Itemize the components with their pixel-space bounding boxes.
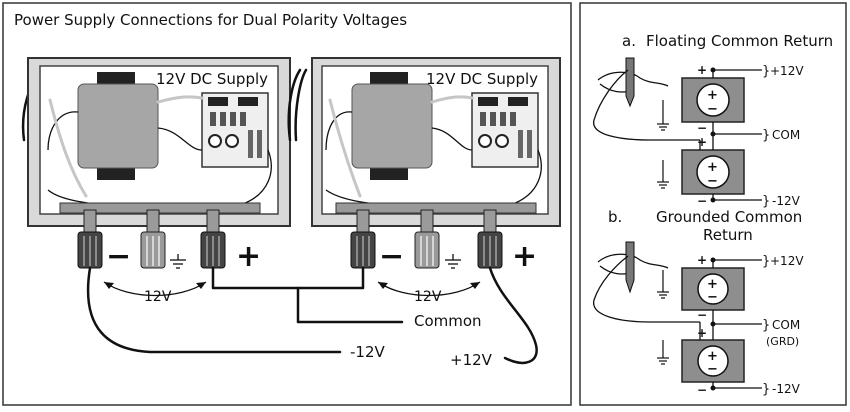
ground-icon [657,352,669,365]
svg-text:+: + [697,63,707,77]
label-com-sub: (GRD) [766,335,799,348]
terminal-ground [140,209,166,269]
terminal-positive [477,209,503,269]
common-lead [296,286,404,324]
electrode-icon [593,241,700,323]
transformer [77,83,159,169]
ground-icon [657,286,669,299]
section-a-title: Floating Common Return [646,32,833,50]
common-label: Common [414,312,482,330]
svg-text:}: } [762,318,770,333]
svg-text:+: + [707,349,718,364]
schematic-floating: a. Floating Common Return + − [593,32,833,209]
voltage-arrow [103,281,207,297]
supply-2: 12V DC Supply − + [287,57,561,305]
supply-label: 12V DC Supply [426,70,538,88]
label-com: COM [772,128,800,142]
transformer [351,83,433,169]
section-b-title-1: Grounded Common [656,208,802,226]
ground-icon [170,254,186,269]
svg-text:−: − [707,102,718,117]
svg-text:}: } [762,382,770,397]
neg-lead [86,266,342,354]
term-pos: } [762,64,770,79]
svg-text:−: − [697,308,707,322]
terminal-negative [350,209,376,269]
pos-lead [488,266,538,365]
terminal-ground [414,209,440,269]
label-pos: +12V [770,64,804,78]
svg-text:−: − [697,121,707,135]
neg-label: -12V [350,343,385,361]
minus-sign: − [379,239,404,274]
terminal-positive [200,209,226,269]
external-wiring [86,266,538,365]
plus-sign: + [512,239,537,274]
minus-sign: − [106,239,131,274]
ground-icon [445,254,461,269]
svg-text:}: } [762,128,770,143]
svg-text:}: } [762,194,770,209]
section-b-letter: b. [608,208,622,226]
svg-text:+: + [707,88,718,103]
pos-label: +12V [450,351,493,369]
voltage-label: 12V [414,289,442,305]
supply-label: 12V DC Supply [156,70,268,88]
label-neg: -12V [772,194,801,208]
label-pos: +12V [770,254,804,268]
svg-text:+: + [697,326,707,340]
common-wire [211,266,365,290]
svg-text:+: + [707,277,718,292]
label-neg: -12V [772,382,801,396]
svg-text:−: − [697,194,707,208]
ground-icon [657,176,669,189]
svg-text:−: − [707,174,718,189]
label-com: COM [772,318,800,332]
section-a-letter: a. [622,32,636,50]
svg-text:}: } [762,254,770,269]
transformer-core-bottom [97,166,135,180]
schematic-grounded: b. Grounded Common Return + − + [593,208,804,397]
plus-sign: + [236,239,261,274]
svg-text:−: − [707,290,718,305]
svg-text:+: + [697,135,707,149]
terminal-negative [77,209,103,269]
ground-icon [657,118,669,131]
svg-text:+: + [707,160,718,175]
svg-text:+: + [697,253,707,267]
section-b-title-2: Return [703,226,753,244]
voltage-label: 12V [144,289,172,305]
electrode-icon [593,57,700,141]
page-title: Power Supply Connections for Dual Polari… [14,11,407,29]
svg-text:−: − [697,383,707,397]
supply-1: 12V DC Supply [21,57,291,305]
svg-text:−: − [707,362,718,377]
